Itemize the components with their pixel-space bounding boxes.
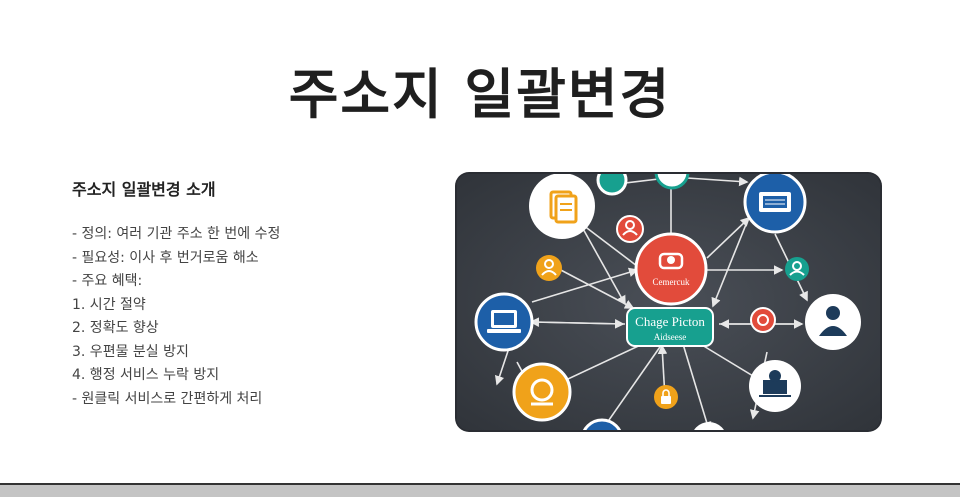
center-node-label-2: Aidseese — [654, 332, 687, 342]
bottom-left-partial-node — [582, 418, 622, 430]
small-user-node-orange — [536, 255, 562, 281]
intro-list: - 정의: 여러 기관 주소 한 번에 수정 - 필요성: 이사 후 번거로움 … — [72, 223, 280, 411]
small-gear-node — [750, 307, 776, 333]
intro-line-necessity: - 필요성: 이사 후 번거로움 해소 — [72, 249, 259, 266]
center-node-label-1: Chage Picton — [635, 314, 705, 329]
small-teal-node — [785, 257, 809, 281]
intro-line-benefits-header: - 주요 혜택: — [72, 273, 143, 289]
intro-heading: 주소지 일괄변경 소개 — [72, 180, 216, 199]
central-red-node-label: Cemercuk — [653, 277, 690, 287]
intro-line-definition: - 정의: 여러 기관 주소 한 번에 수정 — [72, 226, 281, 242]
intro-line-benefit-2: 2. 정확도 향상 — [72, 320, 159, 336]
small-user-node-red — [616, 215, 644, 243]
footer-bar — [0, 483, 960, 497]
intro-line-benefit-4: 4. 행정 서비스 누락 방지 — [72, 367, 220, 383]
intro-line-benefit-1: 1. 시간 절약 — [72, 296, 146, 313]
small-lock-node — [654, 385, 678, 409]
network-illustration: Cemercuk Chage Picton Aidseese — [457, 174, 880, 430]
document-node — [529, 174, 595, 239]
bottom-right-partial-node — [694, 422, 724, 430]
intro-line-benefit-3: 3. 우편물 분실 방지 — [72, 343, 189, 360]
central-red-node: Cemercuk — [634, 232, 708, 306]
laptop-node — [474, 292, 534, 352]
orange-settings-node — [512, 362, 572, 422]
change-address-center-node: Chage Picton Aidseese — [626, 307, 714, 347]
intro-line-one-click: - 원클릭 서비스로 간편하게 처리 — [72, 390, 263, 407]
top-center-partial-node — [654, 174, 690, 190]
person-node — [805, 294, 861, 350]
slide-title: 주소지 일괄변경 — [288, 63, 672, 126]
top-left-partial-node — [596, 174, 628, 196]
monitor-node — [743, 174, 807, 234]
building-node — [749, 360, 801, 412]
